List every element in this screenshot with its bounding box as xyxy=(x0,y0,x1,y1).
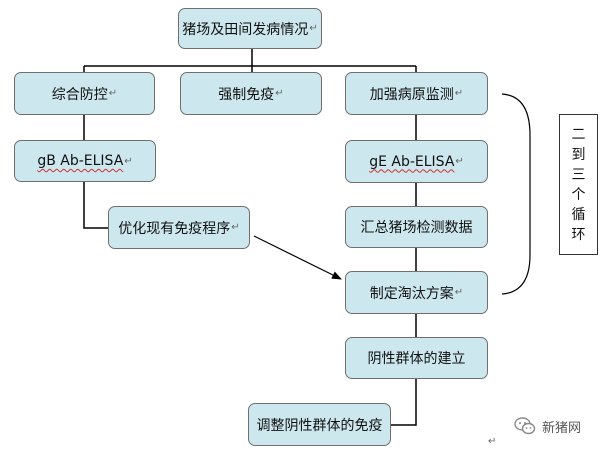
paragraph-mark: ↵ xyxy=(455,156,464,167)
paragraph-mark: ↵ xyxy=(231,222,240,233)
cycle-bracket xyxy=(501,93,531,295)
node-optimize: 优化现有免疫程序↵ xyxy=(108,206,250,249)
watermark-text: 新猪网 xyxy=(542,420,582,436)
node-culling: 制定淘汰方案↵ xyxy=(345,271,488,314)
node-gb-elisa: gB Ab-ELISA↵ xyxy=(14,140,156,182)
paragraph-mark: ↵ xyxy=(454,88,464,99)
node-adjust: 调整阴性群体的免疫 xyxy=(248,403,391,446)
paragraph-mark: ↵ xyxy=(124,155,133,167)
node-forced: 强制免疫↵ xyxy=(180,72,322,115)
node-ge-elisa: gE Ab-ELISA↵ xyxy=(345,140,488,183)
arrow-optimize-culling xyxy=(253,235,342,280)
wechat-icon xyxy=(514,417,536,435)
node-root: 猪场及田间发病情况↵ xyxy=(178,8,322,49)
line-gb-optimize xyxy=(83,182,108,229)
node-negative: 阴性群体的建立 xyxy=(345,337,488,379)
paragraph-mark: ↵ xyxy=(454,287,464,298)
line-negative-adjust xyxy=(391,379,417,426)
node-monitoring: 加强病原监测↵ xyxy=(345,72,488,115)
paragraph-mark: ↵ xyxy=(275,88,284,99)
node-summary: 汇总猪场检测数据 xyxy=(345,206,488,248)
paragraph-mark: ↵ xyxy=(488,436,497,447)
paragraph-mark: ↵ xyxy=(108,88,118,99)
cycle-label: 二 到 三 个 循 环 xyxy=(559,114,598,255)
watermark: 新猪网 xyxy=(514,414,581,438)
node-comprehensive: 综合防控↵ xyxy=(14,72,155,115)
paragraph-mark: ↵ xyxy=(309,23,318,34)
